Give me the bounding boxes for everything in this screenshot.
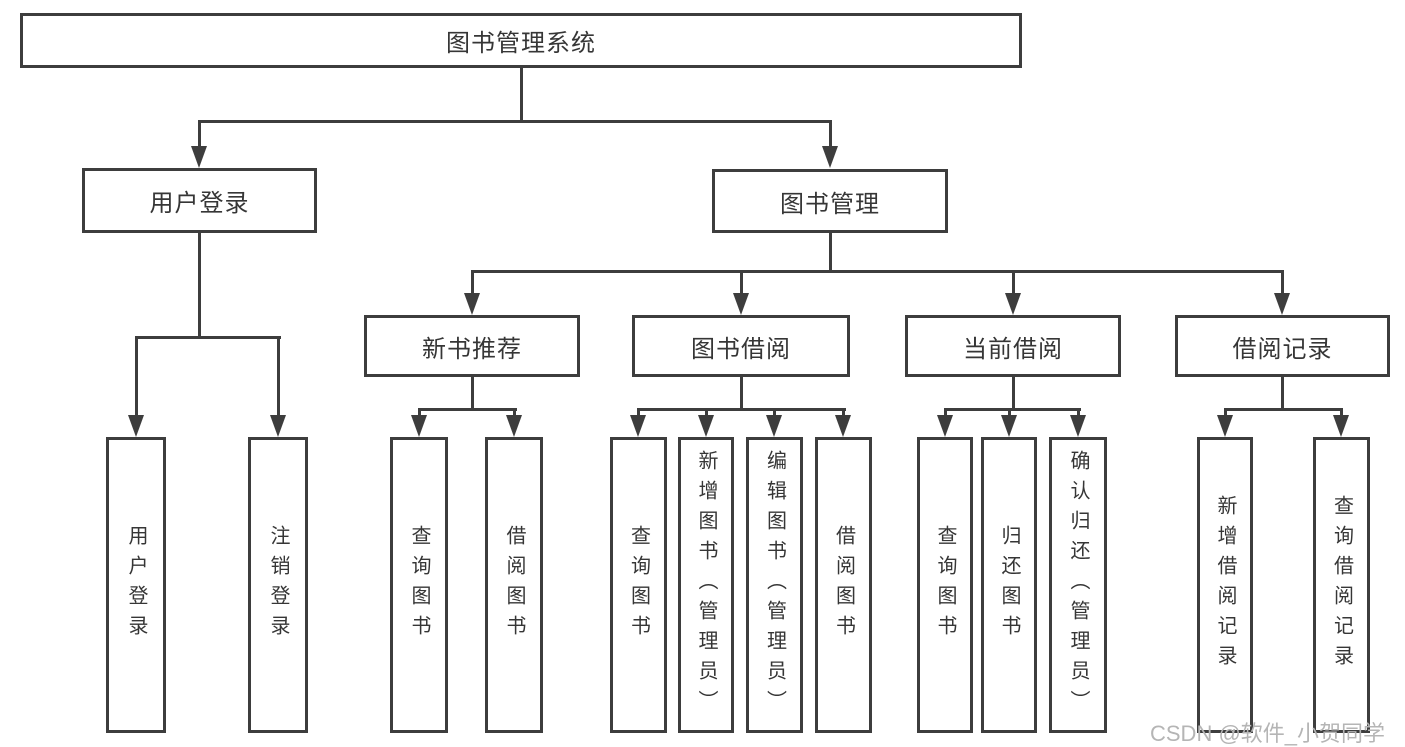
arrow-down-icon [835, 415, 851, 437]
leaf-br-query-record-label: 查询借阅记录 [1330, 495, 1353, 675]
connector-line [418, 408, 517, 411]
arrow-down-icon [411, 415, 427, 437]
leaf-bb-add-books-label: 新增图书（管理员） [695, 450, 717, 720]
connector-line [740, 270, 743, 296]
arrow-down-icon [937, 415, 953, 437]
leaf-cb-confirm-return: 确认归还（管理员） [1049, 437, 1107, 733]
leaf-nbr-borrow-books-label: 借阅图书 [503, 525, 525, 645]
leaf-br-add-record-label: 新增借阅记录 [1214, 495, 1236, 675]
arrow-down-icon [698, 415, 714, 437]
leaf-cb-return-books-label: 归还图书 [998, 525, 1020, 645]
leaf-nbr-query-books-label: 查询图书 [408, 525, 430, 645]
node-book-management: 图书管理 [712, 169, 948, 233]
node-new-book-recommend-label: 新书推荐 [422, 335, 522, 363]
connector-line [1340, 408, 1343, 418]
arrow-down-icon [464, 293, 480, 315]
node-current-borrow-label: 当前借阅 [963, 335, 1063, 363]
connector-line [513, 408, 516, 418]
connector-line [471, 270, 1283, 273]
node-root-label: 图书管理系统 [446, 30, 596, 57]
node-book-borrow-label: 图书借阅 [691, 335, 791, 363]
arrow-down-icon [766, 415, 782, 437]
connector-line [471, 270, 474, 296]
connector-line [277, 336, 280, 418]
node-current-borrow: 当前借阅 [905, 315, 1121, 377]
connector-line [842, 408, 845, 418]
leaf-logout: 注销登录 [248, 437, 308, 733]
arrow-down-icon [733, 293, 749, 315]
leaf-cb-confirm-return-label: 确认归还（管理员） [1067, 450, 1089, 720]
arrow-down-icon [1070, 415, 1086, 437]
connector-line [198, 120, 201, 150]
connector-line [740, 377, 743, 411]
leaf-cb-query-books-label: 查询图书 [934, 525, 956, 645]
connector-line [198, 233, 201, 339]
leaf-user-login-label: 用户登录 [125, 525, 147, 645]
connector-line [944, 408, 1081, 411]
connector-line [1008, 408, 1011, 418]
leaf-bb-borrow-books-label: 借阅图书 [832, 525, 855, 645]
watermark: CSDN @软件_小贺同学 [1150, 721, 1386, 746]
arrow-down-icon [1005, 293, 1021, 315]
leaf-cb-return-books: 归还图书 [981, 437, 1037, 733]
arrow-down-icon [630, 415, 646, 437]
leaf-bb-edit-books-label: 编辑图书（管理员） [763, 450, 786, 720]
connector-line [1281, 270, 1284, 296]
connector-line [829, 120, 832, 150]
leaf-nbr-borrow-books: 借阅图书 [485, 437, 543, 733]
leaf-bb-borrow-books: 借阅图书 [815, 437, 872, 733]
connector-line [135, 336, 281, 339]
node-borrow-records-label: 借阅记录 [1232, 335, 1333, 363]
arrow-down-icon [1001, 415, 1017, 437]
connector-line [637, 408, 846, 411]
connector-line [1224, 408, 1227, 418]
arrow-down-icon [1217, 415, 1233, 437]
node-user-login-label: 用户登录 [149, 190, 250, 217]
leaf-bb-query-books: 查询图书 [610, 437, 667, 733]
connector-line [1224, 408, 1343, 411]
arrow-down-icon [1274, 293, 1290, 315]
connector-line [829, 233, 832, 273]
leaf-bb-query-books-label: 查询图书 [627, 525, 650, 645]
connector-line [471, 377, 474, 411]
node-root: 图书管理系统 [20, 13, 1022, 68]
connector-line [1012, 377, 1015, 411]
node-borrow-records: 借阅记录 [1175, 315, 1390, 377]
arrow-down-icon [128, 415, 144, 437]
connector-line [1077, 408, 1080, 418]
arrow-down-icon [270, 415, 286, 437]
node-book-management-label: 图书管理 [780, 190, 880, 218]
connector-line [198, 120, 832, 123]
node-new-book-recommend: 新书推荐 [364, 315, 580, 377]
leaf-logout-label: 注销登录 [267, 525, 289, 645]
connector-line [520, 68, 523, 122]
arrow-down-icon [1333, 415, 1349, 437]
node-book-borrow: 图书借阅 [632, 315, 850, 377]
arrow-down-icon [822, 146, 838, 168]
connector-line [135, 336, 138, 418]
leaf-br-add-record: 新增借阅记录 [1197, 437, 1253, 733]
leaf-bb-edit-books: 编辑图书（管理员） [746, 437, 803, 733]
leaf-user-login: 用户登录 [106, 437, 166, 733]
leaf-cb-query-books: 查询图书 [917, 437, 973, 733]
leaf-bb-add-books: 新增图书（管理员） [678, 437, 734, 733]
leaf-nbr-query-books: 查询图书 [390, 437, 448, 733]
connector-line [418, 408, 421, 418]
connector-line [773, 408, 776, 418]
connector-line [1012, 270, 1015, 296]
arrow-down-icon [191, 146, 207, 168]
node-user-login: 用户登录 [82, 168, 317, 233]
leaf-br-query-record: 查询借阅记录 [1313, 437, 1370, 733]
connector-line [705, 408, 708, 418]
arrow-down-icon [506, 415, 522, 437]
connector-line [944, 408, 947, 418]
connector-line [637, 408, 640, 418]
connector-line [1281, 377, 1284, 411]
